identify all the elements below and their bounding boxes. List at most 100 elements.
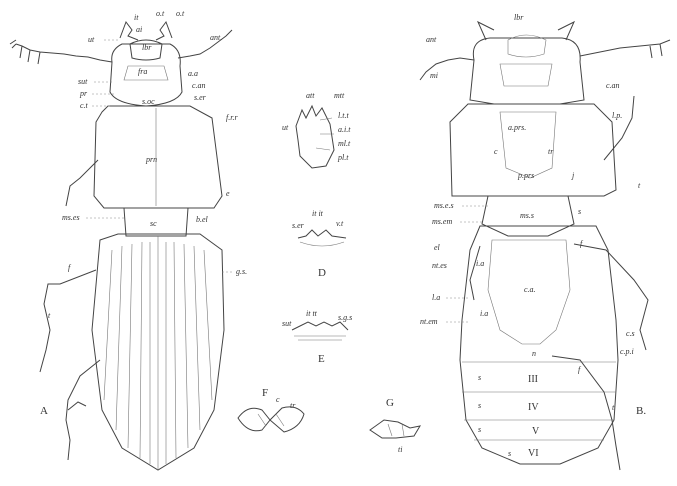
label-t: t bbox=[48, 311, 51, 320]
figure-f-left-part bbox=[238, 408, 270, 431]
label-ser: s.er bbox=[194, 93, 207, 102]
label-ut-c: ut bbox=[282, 123, 289, 132]
label-b-lbr: lbr bbox=[514, 13, 524, 22]
left-antenna bbox=[16, 44, 112, 64]
figure-a-labels: ut it o.t o.t ant. ai lbr fra sut pr a.a… bbox=[40, 9, 247, 417]
figure-e-clypeus-edge: sut it tt s.g.s E bbox=[282, 309, 352, 365]
label-mtt: mtt bbox=[334, 91, 345, 100]
label-ai: ai bbox=[136, 25, 142, 34]
label-att: att bbox=[306, 91, 315, 100]
label-lbr: lbr bbox=[142, 43, 152, 52]
label-b-t: t bbox=[638, 181, 641, 190]
label-d-ser: s.er bbox=[292, 221, 305, 230]
label-d-vt: v.t bbox=[336, 219, 344, 228]
label-b-la: l.a bbox=[432, 293, 440, 302]
label-ait: a.i.t bbox=[338, 125, 351, 134]
prosternum bbox=[450, 104, 616, 196]
figure-letter-f: F bbox=[262, 387, 268, 399]
label-it: it bbox=[134, 13, 139, 22]
label-bel: b.el bbox=[196, 215, 209, 224]
ventral-front-leg bbox=[604, 96, 634, 160]
figure-e-base bbox=[294, 336, 346, 340]
label-ltt: l.t.t bbox=[338, 111, 349, 120]
figure-g-appendage: G ti bbox=[370, 397, 420, 454]
label-b-el: el bbox=[434, 243, 441, 252]
sternite-vi: VI bbox=[528, 448, 539, 459]
mandible-outline bbox=[296, 106, 334, 168]
right-mandible bbox=[156, 22, 172, 40]
label-b-msem: ms.em bbox=[432, 217, 452, 226]
elytral-striae-right bbox=[166, 242, 212, 464]
figure-letter-b: B. bbox=[636, 405, 646, 417]
label-soc: s.oc bbox=[142, 97, 155, 106]
label-e-sgs: s.g.s bbox=[338, 313, 352, 322]
label-b-f: f bbox=[580, 239, 584, 248]
label-e: e bbox=[226, 189, 230, 198]
figure-d-base bbox=[300, 242, 344, 246]
label-ut: ut bbox=[88, 35, 95, 44]
label-plt: pl.t bbox=[337, 153, 349, 162]
ventral-right-antenna bbox=[580, 40, 670, 58]
ventral-left-antenna bbox=[420, 58, 474, 80]
figure-letter-a: A bbox=[40, 405, 48, 417]
figure-g-outline bbox=[370, 420, 420, 438]
label-b-ia2: i.a bbox=[480, 309, 488, 318]
label-b-n: n bbox=[532, 349, 536, 358]
figure-d-outline bbox=[298, 230, 346, 238]
hind-leg-left bbox=[66, 360, 100, 460]
figure-letter-g: G bbox=[386, 397, 394, 409]
label-b-ca: c.a. bbox=[524, 285, 536, 294]
ventral-right-mandible bbox=[558, 22, 574, 40]
label-b-mi: mi bbox=[430, 71, 438, 80]
front-leg-left bbox=[66, 160, 98, 206]
label-b-aprs: a.prs. bbox=[508, 123, 526, 132]
label-ct: c.t bbox=[80, 101, 89, 110]
figure-b-ventral-beetle bbox=[420, 22, 670, 470]
label-b-j: j bbox=[571, 171, 575, 180]
sternite-iii: III bbox=[528, 374, 538, 385]
label-f-c: c bbox=[276, 395, 280, 404]
ventral-mouthparts bbox=[500, 64, 552, 86]
figure-f-coxa: F c tr bbox=[238, 387, 304, 432]
ventral-hind-leg-left bbox=[470, 246, 480, 300]
label-b-cpi: c.p.i bbox=[620, 347, 634, 356]
label-f: f bbox=[68, 263, 72, 272]
label-mses: ms.es bbox=[62, 213, 80, 222]
label-b-mss: ms.s bbox=[520, 211, 534, 220]
middle-leg-left bbox=[40, 270, 96, 372]
label-b-ia: i.a bbox=[476, 259, 484, 268]
hind-leg-left-tarsus bbox=[68, 402, 86, 410]
sternite-v: V bbox=[532, 426, 540, 437]
label-frr: f.r.r bbox=[226, 113, 238, 122]
label-e-sut: sut bbox=[282, 319, 292, 328]
label-ant: ant. bbox=[210, 33, 222, 42]
sternite-iv: IV bbox=[528, 402, 539, 413]
label-prn: prn bbox=[145, 155, 157, 164]
figure-e-outline bbox=[292, 322, 348, 330]
label-g-ti: ti bbox=[398, 445, 402, 454]
figure-d-labrum-edge: it it s.er v.t D bbox=[292, 209, 346, 279]
label-can: c.an bbox=[192, 81, 206, 90]
label-ot: o.t bbox=[156, 9, 165, 18]
label-b-s: s bbox=[578, 207, 581, 216]
label-b-ant: ant bbox=[426, 35, 437, 44]
label-fra: fra bbox=[138, 67, 147, 76]
figure-g-detail bbox=[388, 424, 404, 436]
figure-f-right-part bbox=[270, 407, 304, 432]
label-pr: pr bbox=[79, 89, 88, 98]
ventral-middle-leg bbox=[574, 244, 648, 350]
figure-c-mandible: att mtt l.t.t ut a.i.t ml.t pl.t bbox=[282, 91, 351, 168]
figure-letter-e: E bbox=[318, 353, 325, 365]
label-b-s-iii: s bbox=[478, 373, 481, 382]
label-b-c: c bbox=[494, 147, 498, 156]
label-b-pprs: p.prs bbox=[517, 171, 534, 180]
pronotum bbox=[94, 106, 222, 208]
figure-f-detail bbox=[258, 414, 284, 426]
label-b-cs: c.s bbox=[626, 329, 635, 338]
label-b-ntes: nt.es bbox=[432, 261, 447, 270]
label-aa: a.a bbox=[188, 69, 198, 78]
label-e-itt: it tt bbox=[306, 309, 318, 318]
label-b-f2: f bbox=[578, 365, 582, 374]
prosternal-process bbox=[500, 112, 556, 178]
label-sut: sut bbox=[78, 77, 88, 86]
